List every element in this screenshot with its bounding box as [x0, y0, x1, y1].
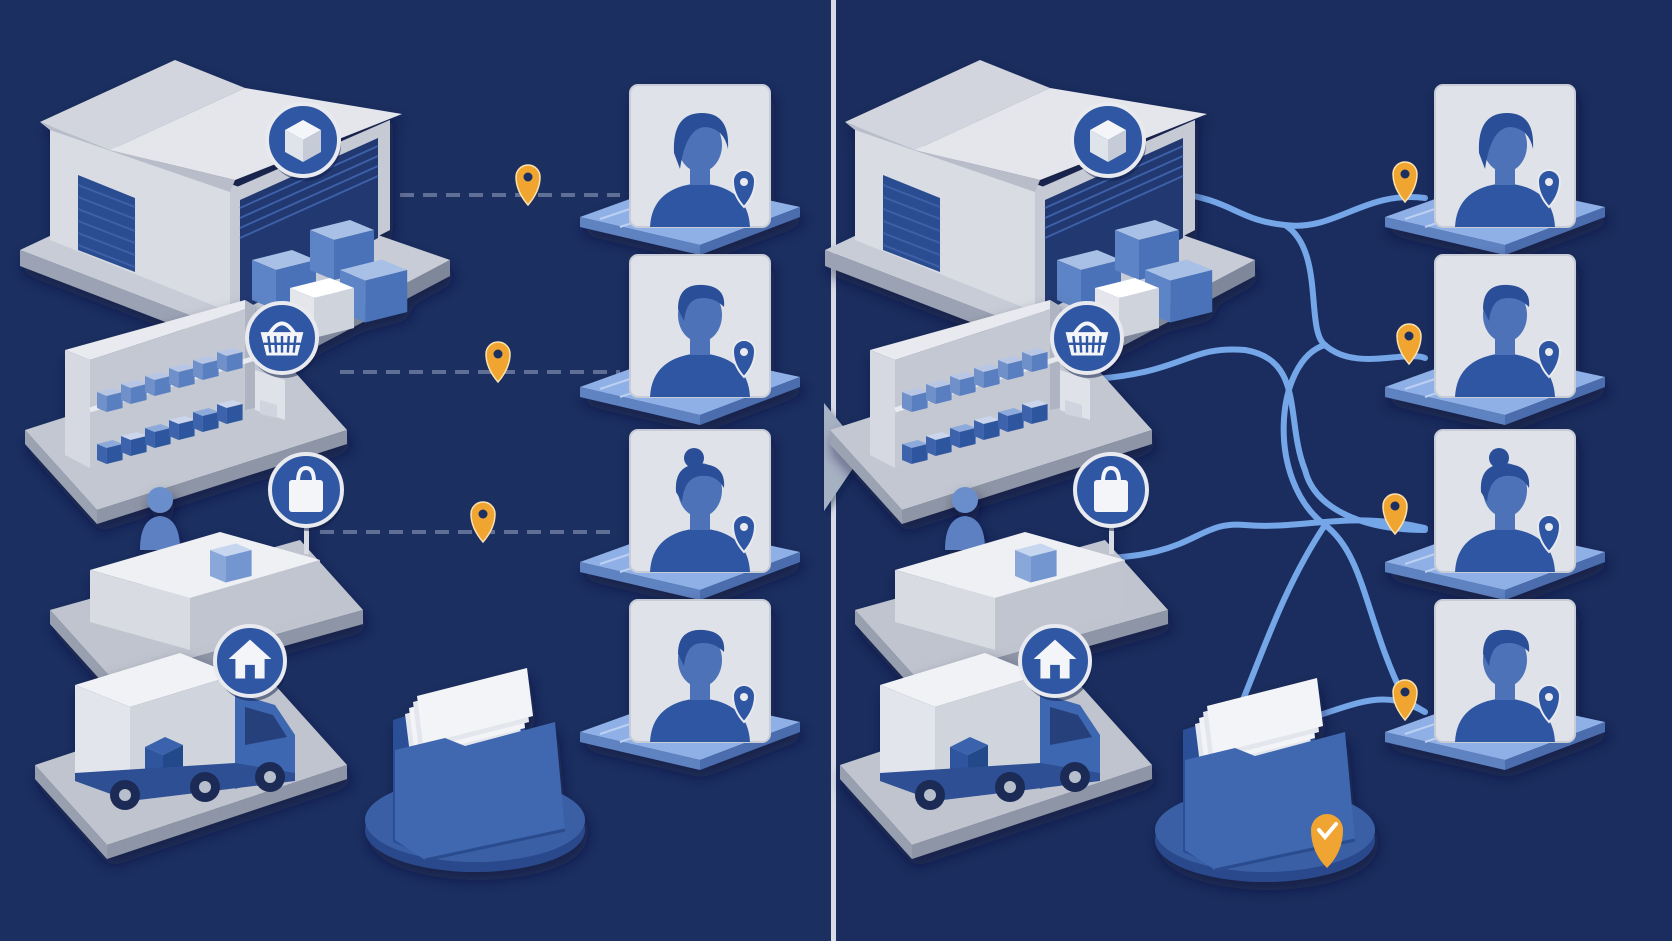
man-icon — [650, 284, 750, 397]
location-pin-icon — [1536, 339, 1562, 379]
customer-card-1 — [1385, 84, 1605, 255]
location-marker-icon — [470, 501, 496, 544]
store-shelf — [25, 300, 347, 524]
woman-short-hair-icon — [650, 113, 750, 227]
location-marker-icon — [485, 341, 511, 384]
location-marker-icon — [1382, 493, 1408, 536]
archive-folder — [1155, 678, 1375, 882]
badge-shopping-basket-icon — [245, 301, 319, 378]
connections — [1027, 161, 1428, 758]
shopping-basket-icon — [1065, 321, 1109, 356]
badge-shopping-bag-icon — [268, 452, 344, 531]
delivery-truck — [35, 653, 347, 859]
location-pin-icon — [731, 169, 757, 209]
home-icon — [1033, 639, 1077, 679]
shopping-bag-icon — [289, 465, 323, 512]
customer-card-1 — [580, 84, 800, 255]
location-pin-icon — [1536, 684, 1562, 724]
location-marker-icon — [1392, 161, 1418, 204]
woman-bun-icon — [650, 448, 750, 572]
customer-card-4 — [580, 599, 800, 770]
route-link-4 — [1082, 517, 1428, 562]
badge-home-icon — [1018, 624, 1092, 701]
clerk-icon — [147, 487, 173, 513]
badge-home-icon — [213, 624, 287, 701]
badge-shopping-bag-icon — [1073, 452, 1149, 531]
customer-card-2 — [580, 254, 800, 425]
badge-package-icon — [265, 102, 341, 181]
woman-bun-icon — [1455, 448, 1555, 572]
folder-icon — [395, 722, 566, 862]
location-pin-icon — [731, 339, 757, 379]
connections — [320, 164, 620, 544]
woman-short-hair-icon — [1455, 113, 1555, 227]
package-icon — [285, 120, 321, 162]
man-icon — [650, 629, 750, 742]
customer-card-3 — [1385, 429, 1605, 600]
man-icon — [1455, 629, 1555, 742]
panel-disconnected — [20, 60, 800, 872]
location-marker-icon — [515, 164, 541, 207]
home-icon — [228, 639, 272, 679]
shopping-basket-icon — [260, 321, 304, 356]
location-marker-icon — [1396, 323, 1422, 366]
customer-card-3 — [580, 429, 800, 600]
panel-connected — [825, 60, 1605, 882]
location-pin-icon — [1536, 514, 1562, 554]
location-pin-icon — [1536, 169, 1562, 209]
badge-shopping-basket-icon — [1050, 301, 1124, 378]
archive-folder — [365, 668, 585, 872]
customer-card-2 — [1385, 254, 1605, 425]
location-pin-icon — [731, 514, 757, 554]
man-icon — [1455, 284, 1555, 397]
delivery-truck — [840, 653, 1152, 859]
badge-package-icon — [1070, 102, 1146, 181]
location-marker-icon — [1392, 679, 1418, 722]
warehouse — [825, 60, 1255, 366]
customer-card-4 — [1385, 599, 1605, 770]
store-shelf — [830, 300, 1152, 524]
clerk-icon — [952, 487, 978, 513]
shopping-bag-icon — [1094, 465, 1128, 512]
package-icon — [1090, 120, 1126, 162]
location-pin-icon — [731, 684, 757, 724]
verified-pin-icon — [1311, 814, 1343, 868]
